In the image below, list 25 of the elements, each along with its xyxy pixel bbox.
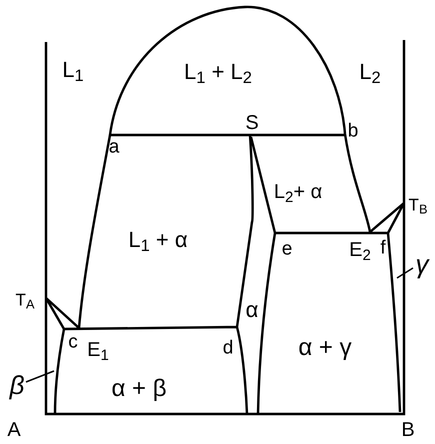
diagram-label: L$_{2}$ bbox=[359, 61, 381, 83]
leader-line bbox=[396, 267, 414, 279]
diagram-label: E$_{1}$ bbox=[87, 340, 109, 360]
diagram-label: L$_{1}$ + L$_{2}$ bbox=[184, 61, 252, 83]
diagram-label: B bbox=[401, 420, 415, 440]
diagram-label: L$_{2}$+ α bbox=[274, 182, 322, 202]
diagram-label: T$_{B}$ bbox=[408, 196, 428, 214]
diagram-label: b bbox=[348, 122, 358, 140]
diagram-label: T$_{A}$ bbox=[16, 292, 34, 308]
diagram-label: α + γ bbox=[298, 336, 352, 360]
diagram-label: S bbox=[245, 113, 259, 133]
diagram-label: A bbox=[7, 420, 21, 440]
diagram-label: f bbox=[380, 238, 386, 258]
diagram-label: a bbox=[108, 138, 120, 156]
diagram-label: L$_{1}$ + α bbox=[128, 229, 188, 251]
phase-label: γ bbox=[416, 251, 428, 277]
diagram-label: α bbox=[246, 299, 258, 321]
diagram-label: α + β bbox=[111, 377, 167, 401]
diagram-label: E$_{2}$ bbox=[349, 240, 371, 260]
diagram-label: L$_{1}$ bbox=[62, 59, 84, 81]
diagram-label: c bbox=[68, 332, 78, 352]
phase-label: β bbox=[10, 372, 24, 398]
diagram-label: d bbox=[222, 338, 234, 358]
leader-line bbox=[26, 370, 54, 383]
diagram-label: e bbox=[282, 240, 292, 258]
